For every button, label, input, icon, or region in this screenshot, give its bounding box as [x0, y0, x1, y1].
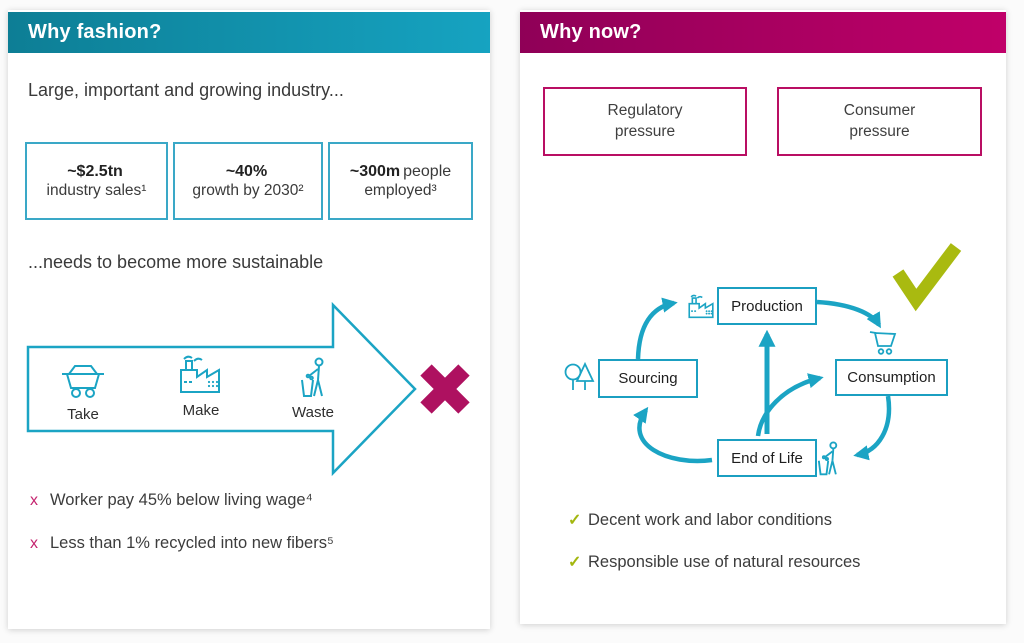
subheading-text: ...needs to become more sustainable [28, 252, 324, 272]
why-now-panel: Why now? Regulatory pressure Consumer pr… [520, 10, 1006, 624]
node-label: Production [731, 297, 803, 315]
flow-step-label: Take [67, 406, 99, 423]
stat-box-growth: ~40% growth by 2030² [173, 142, 323, 220]
flow-step-label: Make [182, 402, 220, 419]
arrow-sourcing-to-production [635, 297, 678, 360]
node-production: Production [717, 287, 817, 325]
shopping-cart-icon [869, 331, 897, 355]
bullet-text: Responsible use of natural resources [588, 553, 861, 571]
pressure-label: Consumer pressure [843, 101, 916, 140]
intro-text: Large, important and growing industry... [28, 80, 344, 100]
stat-label: growth by 2030² [192, 181, 304, 199]
trees-icon [564, 361, 595, 390]
check-marker: ✓ [568, 554, 582, 571]
node-end-of-life: End of Life [717, 439, 817, 477]
mine-cart-icon [62, 365, 104, 398]
pressure-label: Regulatory pressure [607, 101, 683, 140]
bullet-text: Worker pay 45% below living wage⁴ [50, 491, 313, 509]
bullet-text: Decent work and labor conditions [588, 511, 832, 529]
arrow-consumption-to-endoflife [853, 395, 892, 461]
factory-icon [180, 355, 220, 393]
panel-title: Why fashion? [28, 21, 162, 43]
bullet-text: Less than 1% recycled into new fibers⁵ [50, 534, 334, 552]
node-label: Sourcing [618, 370, 678, 387]
person-discarding-icon [301, 357, 324, 397]
stat-value-bold: ~40% [225, 162, 268, 180]
node-label: Consumption [847, 369, 936, 386]
consumer-pressure-box: Consumer pressure [777, 87, 982, 156]
cross-icon [420, 364, 470, 414]
check-marker: ✓ [568, 512, 582, 529]
positive-bullet: ✓ Decent work and labor conditions [520, 510, 832, 530]
big-arrow-shape [26, 301, 417, 477]
arrow-endoflife-to-sourcing [633, 406, 713, 464]
stat-value: ~$2.5tn [67, 163, 126, 181]
node-consumption: Consumption [835, 359, 948, 396]
why-fashion-header: Why fashion? [8, 12, 490, 53]
check-icon [892, 243, 962, 312]
factory-icon [688, 294, 714, 319]
arrow-endoflife-to-consumption [755, 373, 824, 437]
stat-label: employed³ [364, 181, 437, 199]
stat-value: ~40% [226, 163, 270, 181]
stat-value-bold: ~$2.5tn [67, 162, 123, 180]
flow-step-label: Waste [292, 404, 334, 421]
person-discarding-icon [817, 441, 838, 476]
node-label: End of Life [731, 449, 803, 467]
x-marker: x [30, 492, 38, 509]
stat-value-bold: ~300m [349, 162, 401, 180]
negative-bullet: x Worker pay 45% below living wage⁴ [8, 491, 313, 510]
positive-bullet: ✓ Responsible use of natural resources [520, 552, 860, 572]
node-sourcing: Sourcing [598, 359, 698, 398]
why-now-header: Why now? [520, 12, 1006, 53]
negative-bullet: x Less than 1% recycled into new fibers⁵ [8, 534, 334, 553]
stat-value-suffix: people [403, 162, 452, 180]
stat-label: industry sales¹ [46, 181, 147, 199]
regulatory-pressure-box: Regulatory pressure [543, 87, 747, 156]
x-marker: x [30, 535, 38, 552]
stat-box-industry-sales: ~$2.5tn industry sales¹ [25, 142, 168, 220]
panel-title: Why now? [540, 21, 642, 43]
arrow-production-to-consumption [816, 299, 881, 329]
why-fashion-panel: Why fashion? Large, important and growin… [8, 10, 490, 629]
